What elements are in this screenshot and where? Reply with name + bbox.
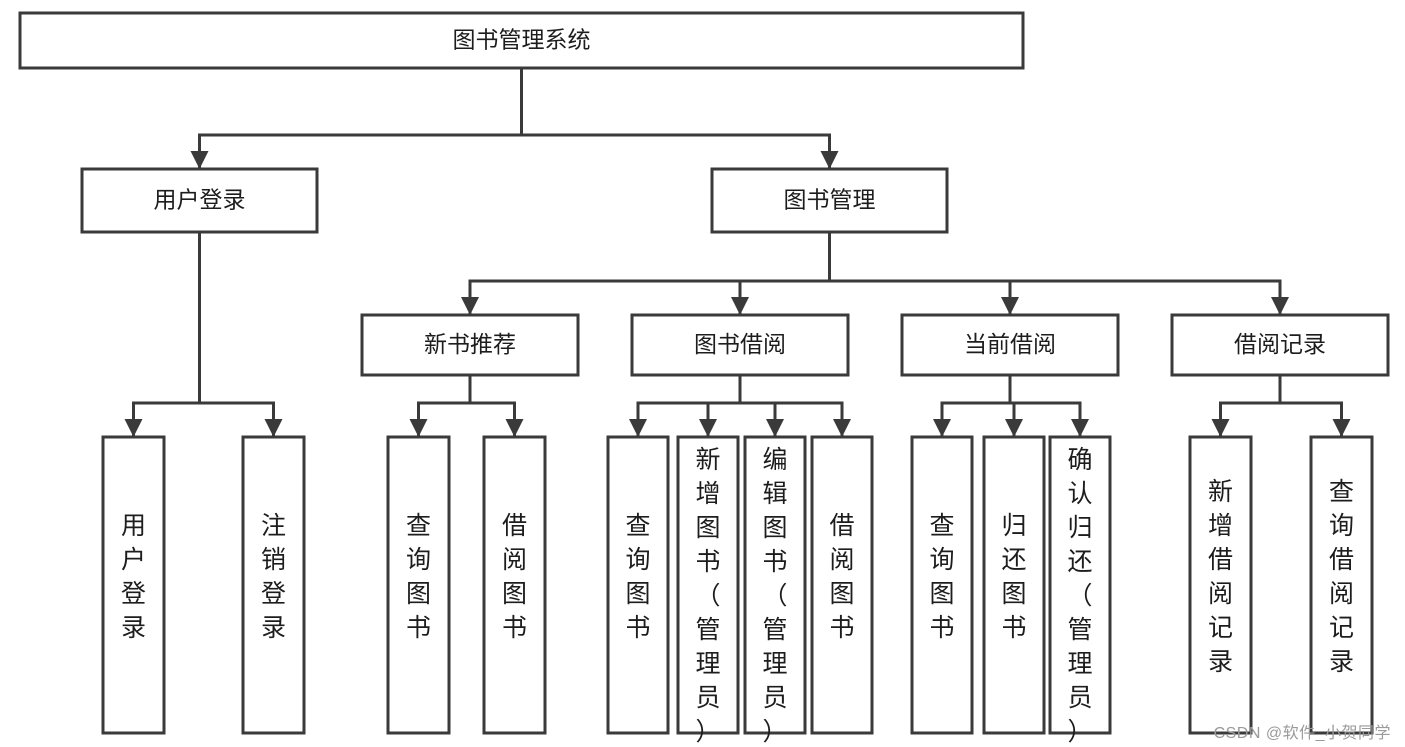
node-box bbox=[710, 167, 949, 234]
node-查询图书[interactable]: 查询图书 bbox=[386, 435, 451, 735]
node-label: 查询借阅记录 bbox=[1329, 478, 1354, 676]
node-label: 确认归还（管理员） bbox=[1067, 446, 1092, 746]
node-归还图书[interactable]: 归还图书 bbox=[982, 435, 1046, 735]
node-layer: 图书管理系统用户登录用户登录注销登录图书管理新书推荐查询图书借阅图书图书借阅查询… bbox=[18, 11, 1390, 746]
arrow-head-icon bbox=[1001, 297, 1019, 315]
node-box bbox=[360, 313, 580, 377]
node-借阅图书[interactable]: 借阅图书 bbox=[482, 435, 547, 735]
node-box bbox=[630, 313, 850, 377]
connector-layer bbox=[124, 66, 1351, 438]
node-借阅记录[interactable]: 借阅记录 bbox=[1170, 313, 1390, 377]
arrow-head-icon bbox=[505, 419, 524, 437]
arrow-head-icon bbox=[264, 419, 283, 437]
node-借阅图书[interactable]: 借阅图书 bbox=[810, 435, 874, 735]
node-label: 新增借阅记录 bbox=[1208, 478, 1233, 676]
watermark-label: CSDN @软件_小贺同学 bbox=[1213, 725, 1391, 742]
node-注销登录[interactable]: 注销登录 bbox=[241, 435, 306, 735]
node-label: 查询图书 bbox=[406, 512, 431, 642]
node-box bbox=[386, 435, 451, 735]
arrow-head-icon bbox=[1332, 419, 1351, 437]
node-label: 图书管理系统 bbox=[453, 27, 591, 53]
node-box bbox=[910, 435, 974, 735]
arrow-head-icon bbox=[1071, 419, 1089, 437]
arrow-head-icon bbox=[820, 151, 839, 169]
node-新增借阅记录[interactable]: 新增借阅记录 bbox=[1188, 435, 1253, 735]
node-label: 图书借阅 bbox=[694, 331, 786, 357]
node-label: 用户登录 bbox=[154, 187, 246, 213]
arrow-head-icon bbox=[766, 419, 784, 437]
node-box bbox=[676, 435, 740, 735]
node-box bbox=[80, 167, 319, 234]
node-label: 借阅记录 bbox=[1234, 331, 1326, 357]
arrow-head-icon bbox=[629, 419, 647, 437]
arrow-head-icon bbox=[1271, 297, 1289, 315]
node-label: 新书推荐 bbox=[424, 331, 516, 357]
node-新书推荐[interactable]: 新书推荐 bbox=[360, 313, 580, 377]
node-label: 图书管理 bbox=[784, 187, 876, 213]
node-图书管理系统[interactable]: 图书管理系统 bbox=[18, 11, 1025, 70]
arrow-head-icon bbox=[699, 419, 717, 437]
node-label: 查询图书 bbox=[929, 512, 954, 642]
node-label: 借阅图书 bbox=[502, 512, 527, 642]
node-box bbox=[482, 435, 547, 735]
arrow-head-icon bbox=[124, 419, 143, 437]
arrow-head-icon bbox=[833, 419, 851, 437]
node-label: 新增图书（管理员） bbox=[695, 446, 720, 746]
arrow-head-icon bbox=[461, 297, 479, 315]
node-box bbox=[743, 435, 807, 735]
node-box bbox=[1309, 435, 1374, 735]
arrow-head-icon bbox=[190, 151, 209, 169]
arrow-head-icon bbox=[1005, 419, 1023, 437]
node-box bbox=[1048, 435, 1112, 735]
node-新增图书管理员[interactable]: 新增图书（管理员） bbox=[676, 435, 740, 746]
node-box bbox=[241, 435, 306, 735]
node-编辑图书管理员[interactable]: 编辑图书（管理员） bbox=[743, 435, 807, 746]
node-label: 当前借阅 bbox=[964, 331, 1056, 357]
node-查询图书[interactable]: 查询图书 bbox=[910, 435, 974, 735]
node-查询图书[interactable]: 查询图书 bbox=[606, 435, 670, 735]
node-用户登录[interactable]: 用户登录 bbox=[80, 167, 319, 234]
node-label: 归还图书 bbox=[1001, 512, 1026, 642]
node-box bbox=[606, 435, 670, 735]
node-box bbox=[810, 435, 874, 735]
node-用户登录[interactable]: 用户登录 bbox=[101, 435, 166, 735]
node-当前借阅[interactable]: 当前借阅 bbox=[900, 313, 1120, 377]
node-box bbox=[900, 313, 1120, 377]
node-label: 查询图书 bbox=[625, 512, 650, 642]
arrow-head-icon bbox=[731, 297, 749, 315]
node-查询借阅记录[interactable]: 查询借阅记录 bbox=[1309, 435, 1374, 735]
node-label: 注销登录 bbox=[261, 512, 286, 642]
node-图书借阅[interactable]: 图书借阅 bbox=[630, 313, 850, 377]
node-box bbox=[982, 435, 1046, 735]
arrow-head-icon bbox=[409, 419, 428, 437]
node-图书管理[interactable]: 图书管理 bbox=[710, 167, 949, 234]
node-box bbox=[101, 435, 166, 735]
node-确认归还管理员[interactable]: 确认归还（管理员） bbox=[1048, 435, 1112, 746]
node-box bbox=[1170, 313, 1390, 377]
node-label: 编辑图书（管理员） bbox=[762, 446, 787, 746]
arrow-head-icon bbox=[933, 419, 951, 437]
node-box bbox=[1188, 435, 1253, 735]
arrow-head-icon bbox=[1211, 419, 1230, 437]
node-box bbox=[18, 11, 1025, 70]
node-label: 借阅图书 bbox=[829, 512, 854, 642]
node-label: 用户登录 bbox=[121, 512, 146, 642]
